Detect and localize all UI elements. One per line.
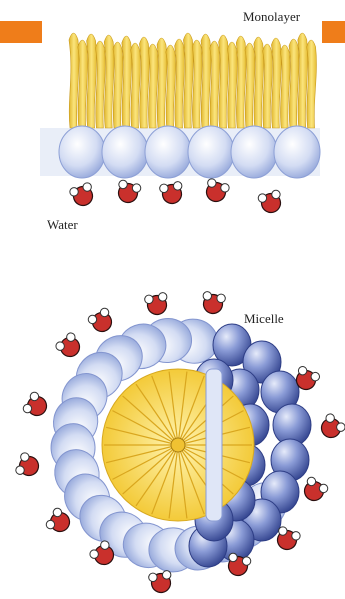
lipid-tail (201, 34, 211, 128)
water-molecule-icon (87, 307, 117, 336)
core-center (171, 438, 185, 452)
lipid-tail (104, 35, 114, 128)
micelle-core (102, 369, 254, 521)
water-molecule-icon (115, 179, 142, 205)
lipid-tail (227, 42, 237, 128)
lipid-tail (254, 37, 264, 128)
lipid-tail (210, 41, 220, 128)
lipid-tail (236, 36, 246, 128)
lipid-tail (87, 34, 97, 128)
lipid-head (231, 126, 277, 178)
lipid-tail (183, 33, 193, 128)
lipid-head (188, 126, 234, 178)
lipid-tail (113, 42, 123, 128)
lipid-tail (307, 40, 317, 128)
water-molecule-icon (15, 452, 42, 480)
lipid-tail (245, 43, 255, 128)
water-molecule-icon (257, 189, 284, 215)
cutaway-edge (206, 369, 222, 521)
lipid-tail (157, 38, 167, 128)
lipid-head (145, 126, 191, 178)
lipid-tail (148, 44, 158, 128)
lipid-tail (280, 45, 290, 128)
lipid-tail (122, 36, 132, 128)
lipid-head (102, 126, 148, 178)
lipid-tail (166, 45, 176, 128)
lipid-tail (298, 33, 308, 128)
hydrophobic-tails (69, 33, 316, 128)
lipid-tail (289, 39, 299, 128)
lipid-tail (263, 44, 273, 128)
lipid-tail (271, 38, 281, 128)
water-molecule-icon (159, 181, 185, 205)
water-molecule-icon (148, 570, 174, 594)
lipid-tail (192, 40, 202, 128)
water-label: Water (47, 217, 78, 233)
lipid-tail (69, 33, 79, 128)
lipid-tail (95, 41, 105, 128)
micelle-label: Micelle (244, 311, 284, 327)
water-molecule-icon (316, 412, 345, 442)
water-molecule-icon (54, 331, 84, 361)
lipid-head (59, 126, 105, 178)
lipid-tail (78, 40, 88, 128)
monolayer (40, 33, 320, 215)
lipid-head (274, 126, 320, 178)
water-molecule-icon (300, 476, 330, 505)
water-molecule-icon (69, 182, 97, 209)
water-molecules (69, 178, 285, 215)
water-molecule-icon (144, 292, 170, 316)
micelle (15, 291, 345, 594)
lipid-tail (139, 37, 149, 128)
water-molecule-icon (200, 291, 226, 315)
monolayer-label: Monolayer (243, 9, 300, 25)
lipid-tail (131, 43, 141, 128)
lipid-tail (175, 39, 185, 128)
lipid-tail (219, 35, 229, 128)
water-molecule-icon (22, 391, 51, 421)
water-molecule-icon (202, 178, 230, 205)
